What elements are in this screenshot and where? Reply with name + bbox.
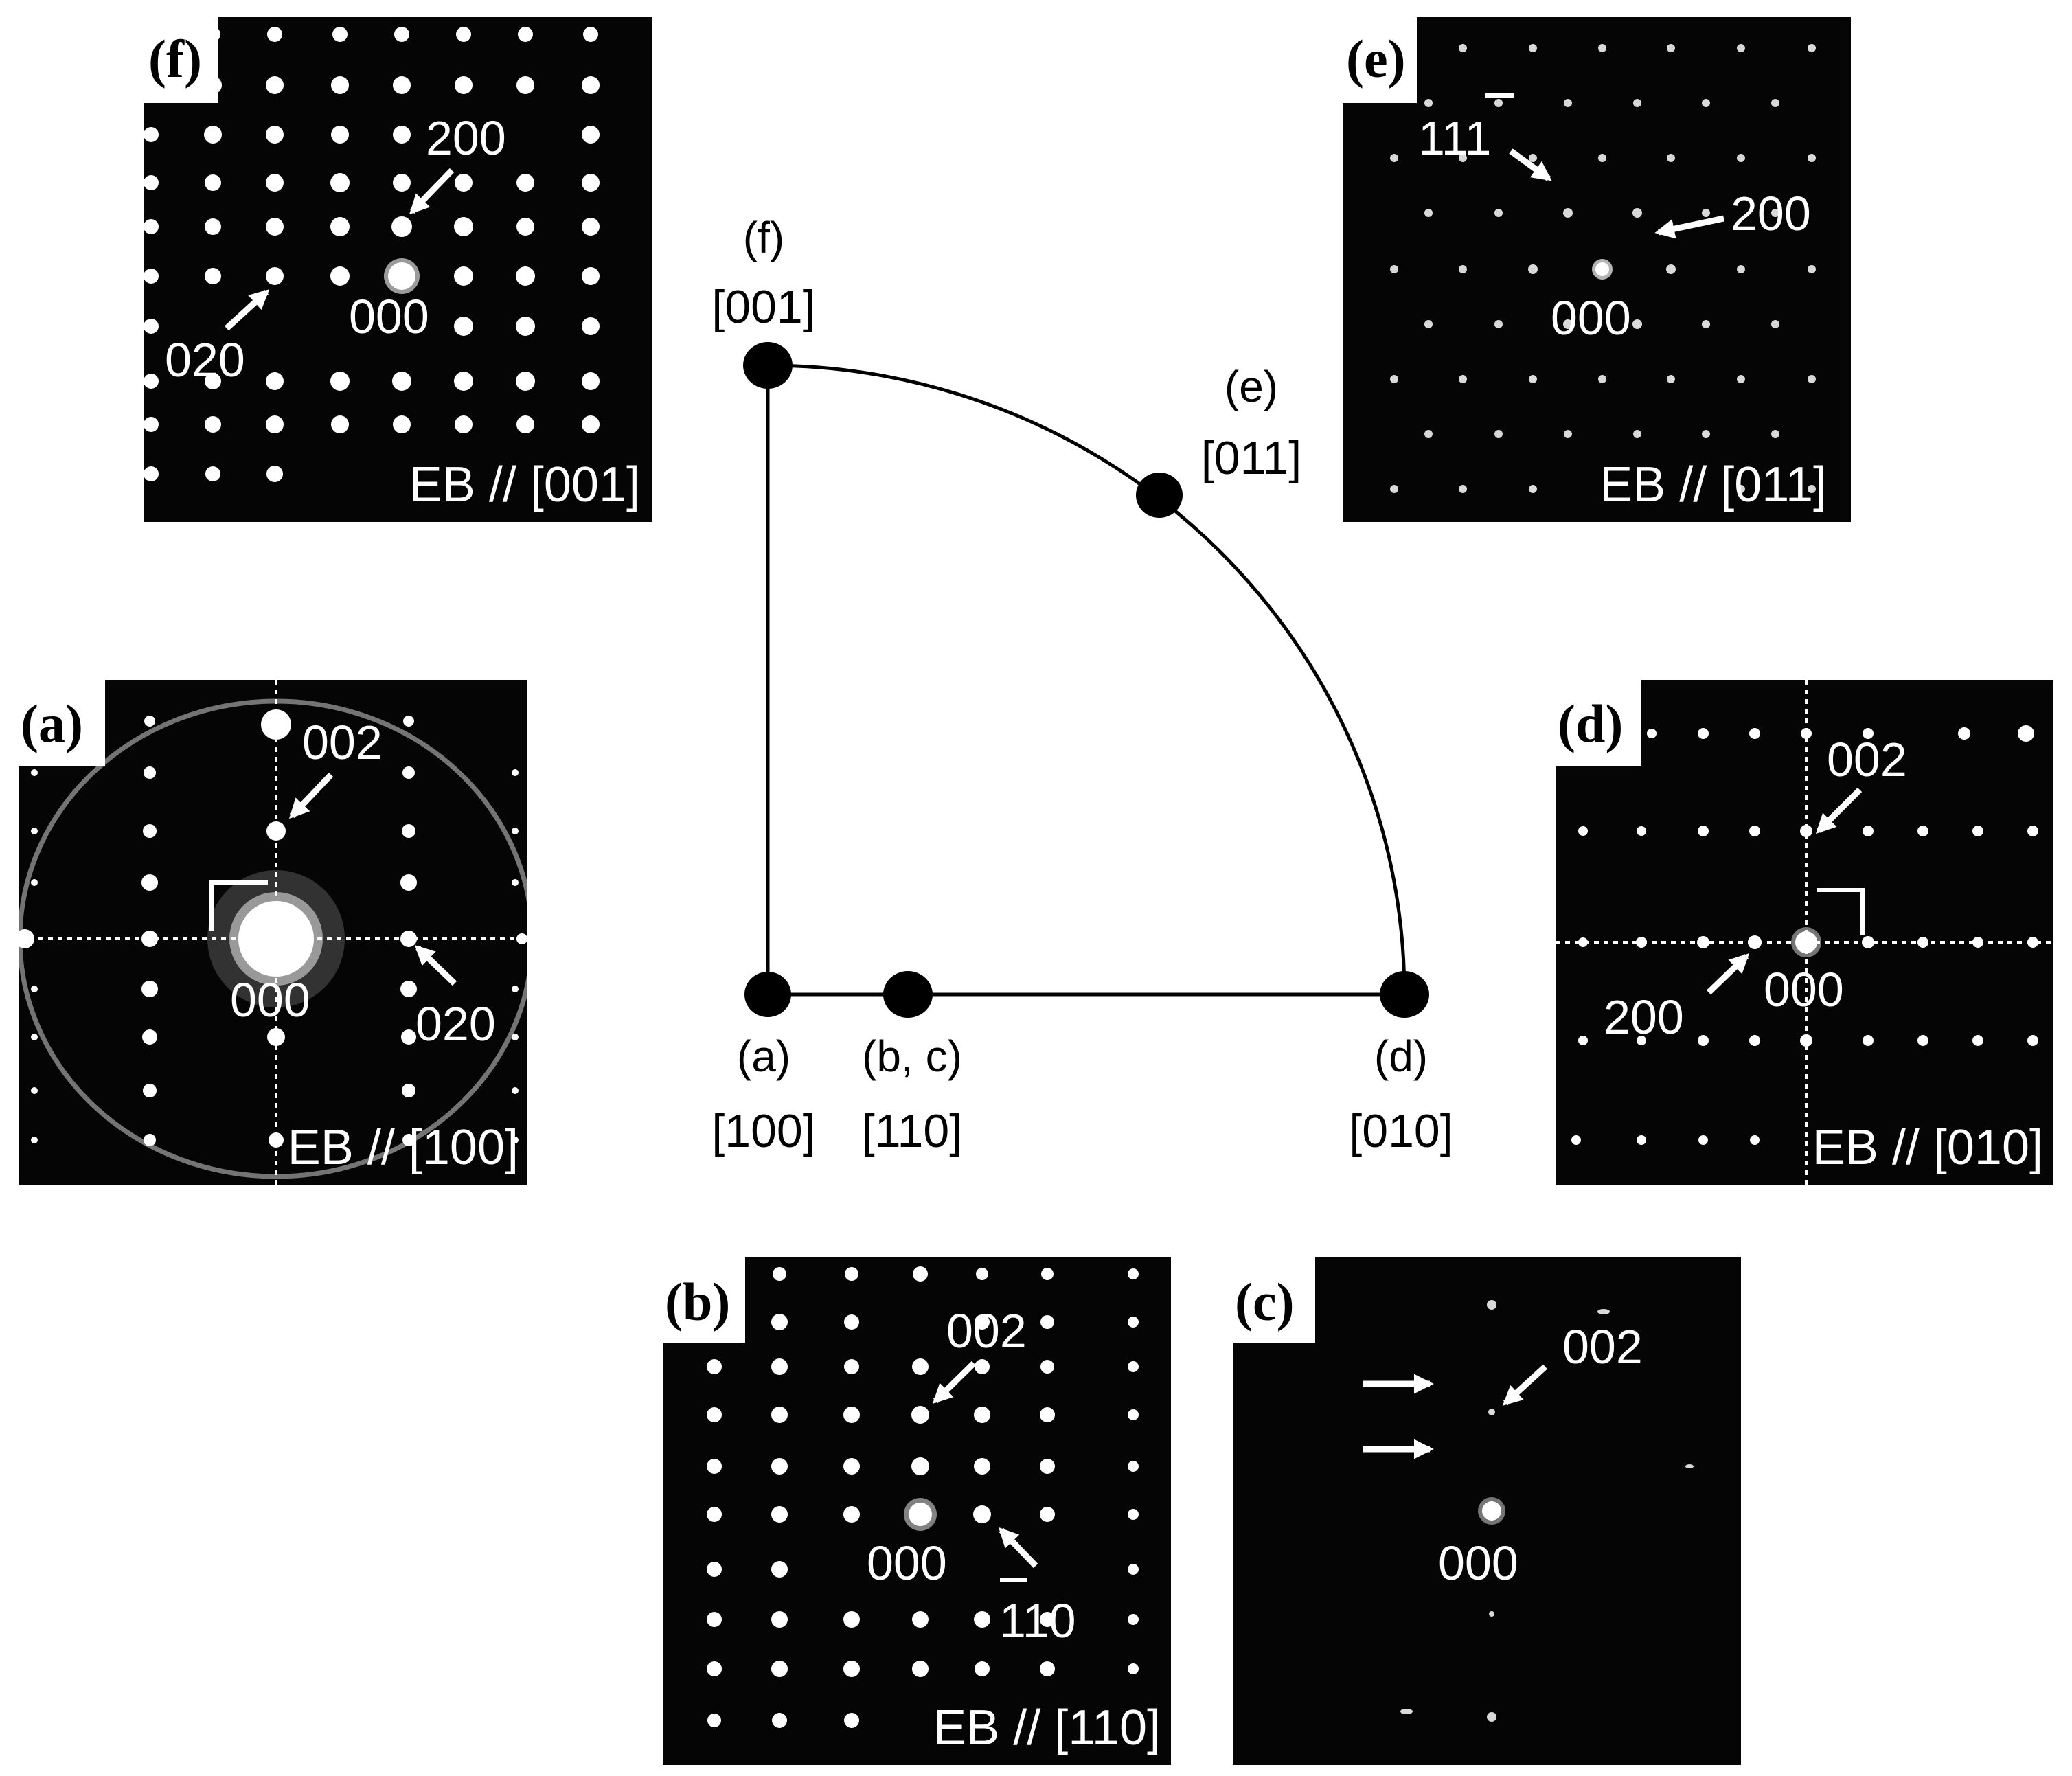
arrow-d-200 (1706, 953, 1750, 995)
pole-marker-f (743, 342, 793, 389)
spot-label-b-002: 002 (946, 1304, 1027, 1358)
spot-label-c-002: 002 (1562, 1320, 1643, 1374)
beam-direction-b: EB // [110] (933, 1700, 1161, 1755)
spot-label-f-200: 200 (426, 111, 506, 165)
diffraction-spots-c (1400, 1300, 1694, 1722)
beam-direction-f: EB // [001] (409, 457, 640, 512)
panel-f: (f) 200 000 020 EB // [001] (144, 17, 652, 522)
diffraction-spots-d (1556, 680, 2053, 1185)
spot-label-a-000: 000 (230, 973, 310, 1027)
pole-direction-bc: [110] (862, 1105, 962, 1157)
panel-letter-e: (e) (1346, 29, 1406, 89)
arrow-b-110 (999, 1527, 1038, 1569)
pole-label-a: (a) (737, 1032, 790, 1081)
spot-label-f-000: 000 (349, 290, 429, 343)
arrow-c-002 (1502, 1364, 1548, 1406)
panel-letter-c: (c) (1235, 1272, 1295, 1332)
spot-label-d-200: 200 (1604, 990, 1684, 1044)
panel-letter-bg-c (1233, 1257, 1315, 1343)
right-angle-mark-d (1817, 888, 1865, 935)
pole-direction-d: [010] (1349, 1105, 1453, 1157)
diffraction-spots-e (1390, 44, 1816, 493)
panel-d: (d) 002 200 000 EB // [010] (1556, 680, 2053, 1185)
arrow-a-002 (289, 772, 334, 819)
panel-letter-bg-d (1556, 680, 1641, 766)
panel-letter-bg-a (19, 680, 105, 766)
diffraction-spots-a (19, 680, 527, 1185)
arrow-e-111 (1509, 148, 1552, 181)
panel-letter-b: (b) (665, 1272, 730, 1332)
pole-direction-f: [001] (711, 281, 815, 333)
stereographic-triangle: (f) [001] (e) [011] (a) [100] (b, c) [11… (711, 213, 1453, 1157)
arrow-d-002 (1815, 787, 1863, 834)
triangle-outline (766, 363, 1407, 997)
diffraction-spots-b (707, 1266, 1139, 1728)
arrow-e-200 (1654, 215, 1724, 239)
pole-label-d: (d) (1374, 1032, 1428, 1081)
pole-marker-e (1136, 473, 1183, 518)
spot-label-b-110: 110 (999, 1594, 1076, 1648)
spot-label-e-111: 111 (1418, 111, 1491, 165)
spot-label-c-000: 000 (1438, 1536, 1518, 1590)
beam-direction-e: EB // [011] (1599, 457, 1827, 512)
panel-a: (a) 002 000 020 EB // [100] (19, 680, 527, 1185)
arrow-a-020 (414, 945, 457, 986)
panel-letter-bg-f (144, 17, 218, 103)
beam-direction-a: EB // [100] (288, 1120, 519, 1175)
panel-letter-bg-b (663, 1257, 745, 1343)
spot-label-a-020: 020 (415, 997, 496, 1051)
pole-marker-d (1380, 971, 1429, 1018)
arrow-f-020 (224, 289, 270, 331)
pole-marker-a (744, 972, 791, 1017)
spot-label-d-002: 002 (1827, 733, 1907, 786)
beam-direction-d: EB // [010] (1812, 1120, 2043, 1175)
right-angle-mark-a (209, 880, 268, 931)
spot-label-a-002: 002 (302, 716, 383, 769)
spot-label-f-020: 020 (165, 333, 245, 387)
panel-letter-f: (f) (148, 29, 202, 89)
pole-marker-bc (883, 971, 933, 1018)
panel-c: (c) 002 000 (1233, 1257, 1741, 1765)
diffraction-spots-f (144, 27, 600, 482)
panel-letter-bg-e (1343, 17, 1417, 103)
panel-b: (b) 002 000 110 EB // [110] (663, 1257, 1171, 1765)
spot-label-d-000: 000 (1764, 963, 1844, 1016)
panel-letter-d: (d) (1558, 694, 1623, 753)
pole-direction-e: [011] (1201, 432, 1301, 484)
arrow-f-200 (409, 168, 455, 215)
pole-direction-a: [100] (711, 1105, 815, 1157)
arrow-b-002 (932, 1361, 977, 1404)
pole-label-bc: (b, c) (862, 1032, 962, 1081)
spot-label-e-200: 200 (1731, 187, 1811, 240)
panel-e: (e) 111 200 000 EB // [011] (1343, 17, 1851, 522)
pole-label-f: (f) (743, 213, 784, 262)
spot-label-b-000: 000 (867, 1536, 947, 1590)
pole-label-e: (e) (1225, 362, 1278, 411)
spot-label-e-000: 000 (1551, 291, 1631, 345)
panel-letter-a: (a) (21, 694, 83, 753)
